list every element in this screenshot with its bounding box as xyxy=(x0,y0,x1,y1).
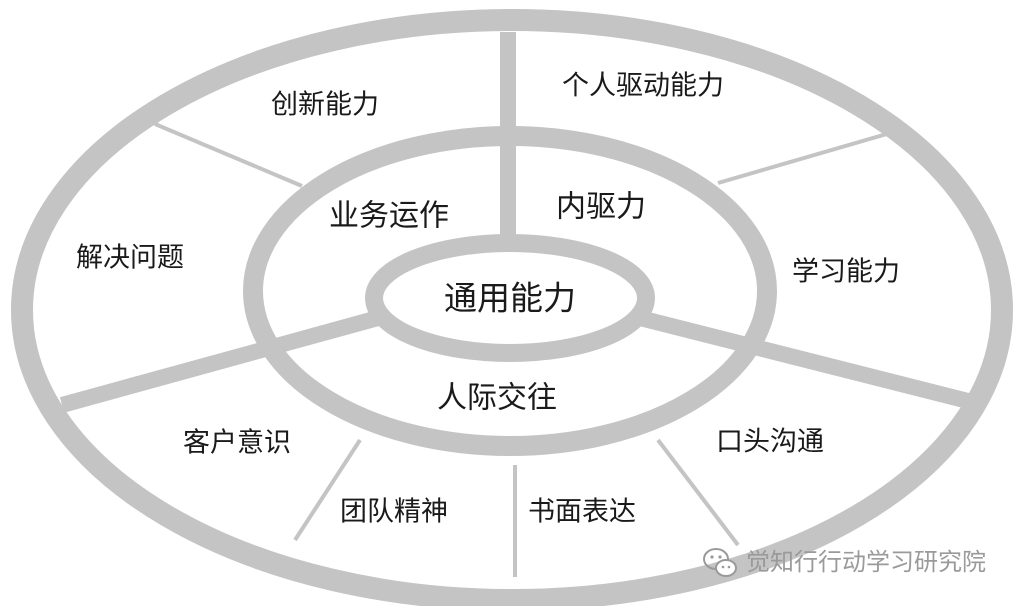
outer-divider xyxy=(154,122,303,188)
innovation-label: 创新能力 xyxy=(271,90,379,121)
outer-divider xyxy=(656,438,740,547)
inner-drive-label: 内驱力 xyxy=(556,190,646,225)
wechat-icon xyxy=(703,548,737,577)
outer-divider xyxy=(717,131,891,185)
personal-drive-label: 个人驱动能力 xyxy=(562,71,724,102)
middle-ring xyxy=(243,126,777,456)
core-label: 通用能力 xyxy=(444,279,576,318)
team-spirit-label: 团队精神 xyxy=(340,497,448,528)
problem-solving-label: 解决问题 xyxy=(76,243,184,274)
watermark-text: 觉知行行动学习研究院 xyxy=(746,548,986,576)
outer-divider xyxy=(293,438,362,542)
core-ring xyxy=(365,234,655,362)
learning-label: 学习能力 xyxy=(792,257,900,288)
written-expression-label: 书面表达 xyxy=(528,497,636,528)
business-operation-label: 业务运作 xyxy=(329,199,449,234)
major-divider-left xyxy=(59,310,381,413)
customer-awareness-label: 客户意识 xyxy=(183,428,291,459)
major-divider-right xyxy=(638,310,974,410)
oral-communication-label: 口头沟通 xyxy=(716,427,824,458)
interpersonal-label: 人际交往 xyxy=(437,381,557,416)
